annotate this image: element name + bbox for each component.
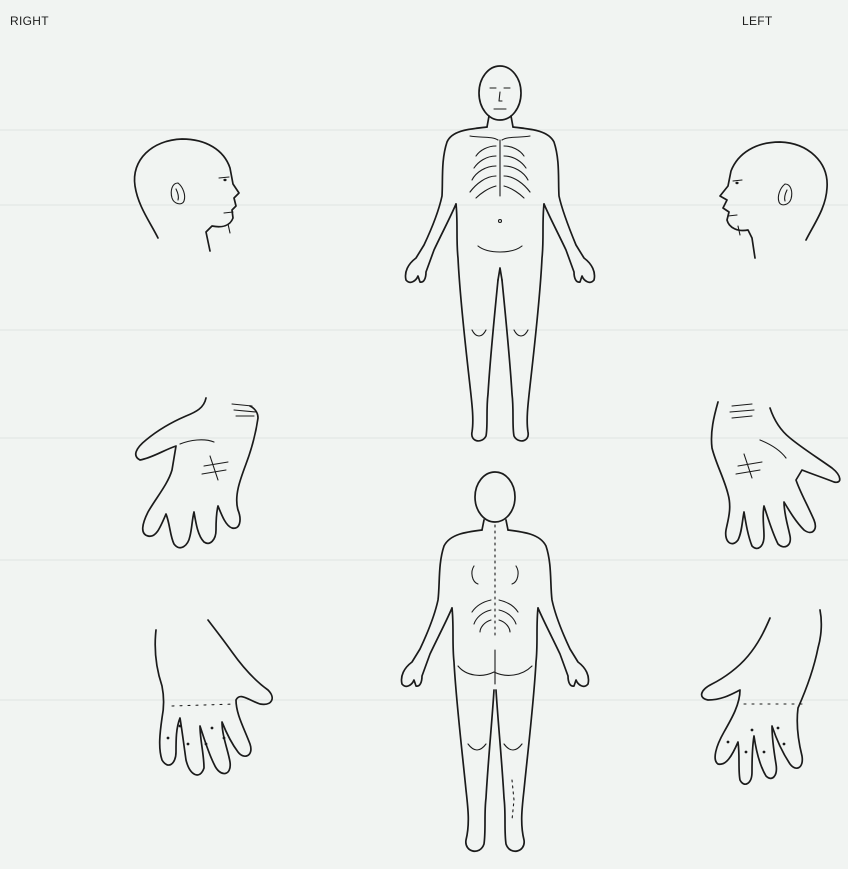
faint-background-lines (0, 130, 848, 700)
right-hand-palm (136, 398, 258, 548)
left-hand-back (702, 610, 822, 784)
right-hand-back (155, 620, 272, 775)
head-profile-left (720, 142, 827, 258)
body-front (405, 66, 594, 441)
head-profile-right (135, 139, 239, 251)
left-hand-palm (711, 402, 839, 548)
body-back (401, 472, 588, 851)
